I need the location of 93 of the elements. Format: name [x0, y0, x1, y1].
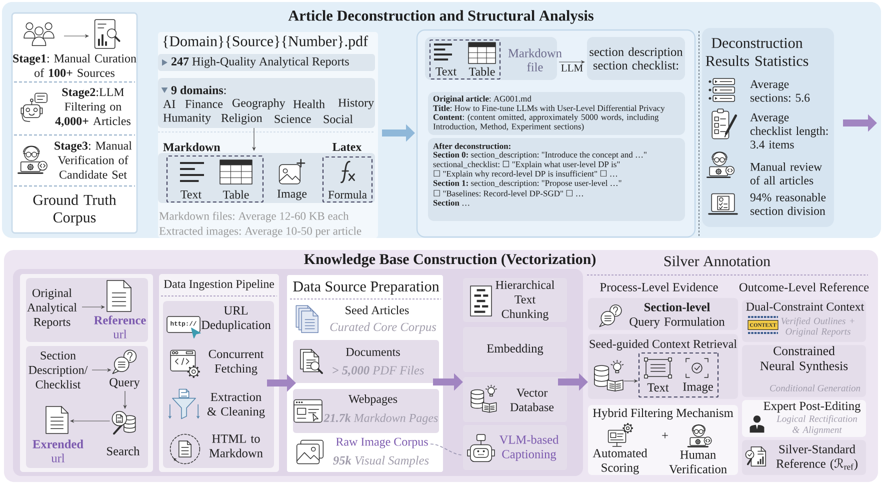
process-box: Section-level Query Formulation — [588, 298, 738, 330]
source-note: 95k Visual Samples — [333, 456, 429, 468]
step-label: Automated Scoring — [592, 448, 648, 474]
column-heading: Process-Level Evidence — [600, 282, 718, 292]
section-title: Knowledge Base Construction (Vectorization) — [304, 254, 596, 268]
process-box: VLM-based Captioning — [463, 425, 567, 470]
column-heading: Outcome-Level Reference — [739, 282, 869, 292]
statistics-note: Extracted images: Average 10-50 per article — [159, 226, 362, 238]
step-note: Conditional Generation — [770, 384, 860, 392]
step-note: Logical Rectification & Alignment — [776, 415, 857, 435]
step-label: Extraction & Cleaning — [207, 392, 265, 418]
file-label: Markdown file — [508, 48, 562, 72]
format-label: Text — [436, 68, 457, 76]
step-heading: Expert Post-Editing — [764, 401, 860, 413]
process-box: Embedding — [463, 327, 567, 372]
result-line: After deconstruction: — [433, 142, 510, 150]
step-label: Query — [110, 378, 140, 389]
format-heading: Latex — [332, 143, 362, 151]
database-idea-icon — [594, 360, 624, 392]
result-line: Section 0: section_description: "Introduce the concept and …" — [433, 152, 646, 160]
panel-heading: Data Source Preparation — [293, 281, 440, 295]
link-label: Reference url — [94, 316, 146, 338]
domain-heading: 9 domains: — [171, 86, 226, 94]
link-label: Exrended url — [32, 440, 84, 462]
domain-label: AI — [163, 100, 176, 108]
output-box: section description section checklist: — [587, 37, 685, 80]
corpus-label: Ground Truth Corpus — [33, 194, 116, 226]
step-heading: Constrained Neural Synthesis — [760, 346, 848, 373]
domain-label: History — [338, 98, 374, 110]
result-line: Section 1: section_description: "Propose user-level …" — [433, 180, 622, 188]
domain-label: Finance — [185, 100, 223, 108]
step-label: Human Verification — [669, 450, 727, 474]
stage-description: Stage3: Manual Verification of Candidate Set — [54, 141, 132, 179]
result-line: Section … — [433, 200, 470, 206]
format-label: Text — [180, 190, 202, 198]
plus-sign: + — [662, 432, 668, 438]
section-title: Article Deconstruction and Structural Analysis — [288, 10, 594, 24]
source-title: Webpages — [348, 394, 398, 406]
domain-label: Humanity — [163, 114, 211, 124]
step-heading: Hybrid Filtering Mechanism — [593, 408, 734, 420]
format-label: Text — [647, 383, 669, 392]
edge-label: LLM — [560, 64, 584, 72]
source-title: Seed Articles — [346, 306, 409, 314]
domain-label: Health — [293, 100, 325, 108]
format-label: Table — [222, 190, 249, 199]
section-title: Silver Annotation — [664, 256, 770, 266]
connector-line — [430, 444, 464, 456]
step-label: HTML to Markdown — [209, 434, 263, 458]
source-label: Section Description/ Checklist — [28, 351, 88, 389]
result-line: ☐ "Baselines: Record-level DP-SGD" ☐ … — [434, 190, 583, 196]
article-field: Title: How to Fine-tune LLMs with User-Level Differential Privacy — [433, 105, 665, 113]
people-icon — [24, 22, 54, 46]
article-field: Original article: AG001.md — [433, 96, 532, 104]
panel-heading: Deconstruction Results Statistics — [706, 38, 808, 66]
step-label: Search — [107, 446, 140, 456]
statistics-note: Markdown files: Average 12-60 KB each — [159, 212, 349, 222]
panel-heading: Data Ingestion Pipeline — [164, 280, 274, 290]
domain-label: Social — [324, 114, 353, 124]
step-label: Concurrent Fetching — [208, 350, 264, 376]
statistic-text: Manual review of all articles — [750, 162, 822, 184]
source-label: Original Analytical Reports — [27, 288, 77, 328]
format-label: Image — [277, 190, 307, 200]
report-icon — [94, 19, 120, 49]
step-note: Verified Outlines + Original Reports — [781, 317, 854, 337]
format-label: Table — [468, 67, 495, 76]
domain-label: Geography — [232, 98, 286, 110]
source-title: Raw Image Corpus — [336, 438, 428, 448]
result-line: ☐ "Explain why record-level DP is insufficient" ☐ … — [434, 170, 618, 178]
summary-bar: 247 High-Quality Analytical Reports — [158, 54, 375, 71]
step-label: URL Deduplication — [202, 306, 271, 332]
step-panel — [26, 346, 148, 468]
step-panel — [26, 278, 148, 342]
stage-description: Stage2:LLM Filtering on 4,000+ Articles — [55, 88, 130, 127]
statistic-text: Average sections: 5.6 — [750, 80, 810, 102]
source-note: 21.7k Markdown Pages — [324, 414, 438, 424]
domain-label: Religion — [221, 114, 262, 124]
source-note: > 5,000 PDF Files — [332, 366, 424, 376]
domain-label: Science — [274, 114, 311, 124]
article-field: Content: (content omitted, approximately 5000 words, including Introduction, Method, Experiment sections) — [433, 114, 659, 132]
source-note: Curated Core Corpus — [330, 322, 436, 334]
result-line: sectional_checklist: ☐ "Explain what user-level DP is" — [433, 160, 620, 169]
process-box: Silver-Standard Reference (ℛ$_{ref}$) — [742, 440, 866, 475]
format-label: Formula — [328, 190, 367, 199]
process-box: Vector Database — [463, 377, 567, 422]
step-heading: Seed-guided Context Retrieval — [590, 340, 737, 350]
format-label: Image — [683, 382, 713, 394]
file-name-pattern: {Domain}{Source}{Number}.pdf — [163, 36, 368, 50]
statistic-text: Average checklist length: 3.4 items — [750, 113, 828, 149]
step-heading: Dual-Constraint Context — [746, 302, 864, 311]
format-heading: Markdown — [163, 142, 220, 152]
source-title: Documents — [346, 348, 400, 356]
statistic-text: 94% reasonable section division — [750, 193, 826, 215]
stage-description: Stage1: Manual Curation of 100+ Sources — [13, 54, 136, 77]
